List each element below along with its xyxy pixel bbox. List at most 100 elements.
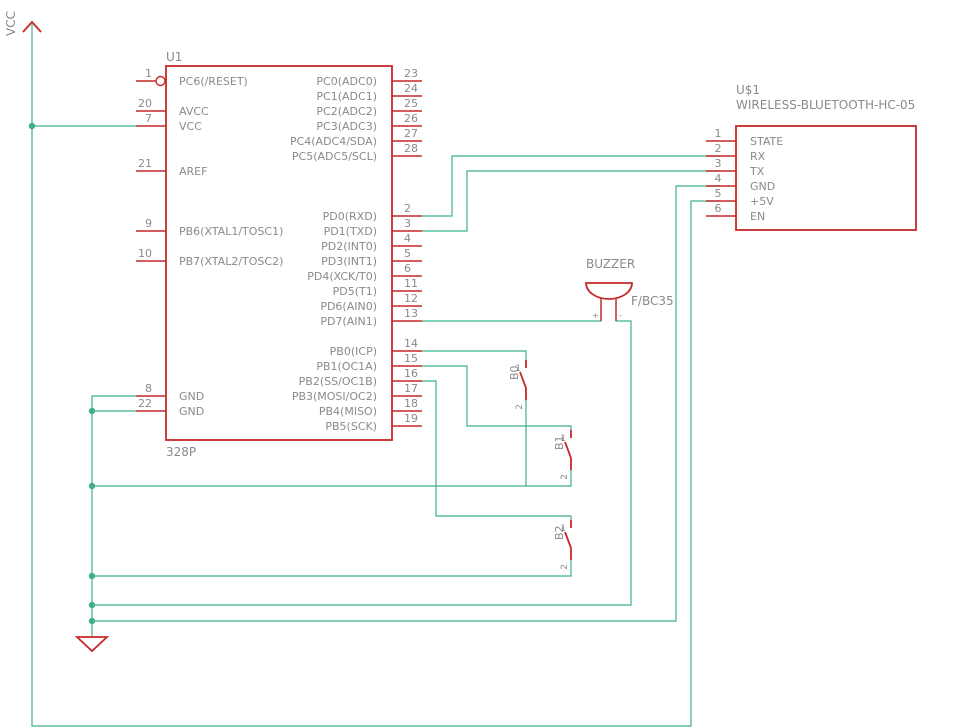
b0-wire [422, 350, 527, 360]
gnd-symbol [74, 636, 110, 653]
u1-pin-name: GND [179, 405, 204, 418]
u1-pin-name: PC6(/RESET) [179, 75, 248, 88]
hc05-pin-name: TX [749, 165, 765, 178]
buzzer-value: F/BC35 [631, 294, 674, 308]
u1-pin-number: 25 [404, 97, 418, 110]
hc05-pin-number: 3 [715, 157, 722, 170]
junction-gnd-buzzer [88, 601, 96, 609]
u1-pin-name: PD1(TXD) [324, 225, 377, 238]
button-pin2: 2 [515, 404, 525, 410]
u1-pin-name: PC3(ADC3) [316, 120, 377, 133]
b2-gnd-wire [92, 560, 572, 577]
buzzer: BUZZER F/BC35 + - [585, 257, 674, 321]
hc05-body [735, 125, 917, 231]
u1-pin-number: 17 [404, 382, 418, 395]
buzzer-plus-label: + [592, 311, 599, 320]
hc05-value: WIRELESS-BLUETOOTH-HC-05 [736, 98, 915, 112]
junction-gnd22 [88, 407, 96, 415]
hc05-name: U$1 [736, 83, 760, 97]
switch-icon [564, 531, 572, 549]
u1-pin-name: VCC [179, 120, 202, 133]
u1-pin-number: 2 [404, 202, 411, 215]
u1-pin-name: PD5(T1) [333, 285, 377, 298]
wires [28, 24, 720, 727]
hc05-pin-number: 2 [715, 142, 722, 155]
hc05-pin-name: EN [750, 210, 765, 223]
u1-pin-number: 20 [138, 97, 152, 110]
u1-pin-number: 19 [404, 412, 418, 425]
b1-gnd-wire [92, 470, 572, 487]
switch-icon [564, 441, 572, 459]
u1-pin-number: 21 [138, 157, 152, 170]
u1-pin-name: AREF [179, 165, 207, 178]
b2-wire [422, 380, 572, 520]
u1-pin-name: PD2(INT0) [321, 240, 377, 253]
junction-gnd-hc05 [88, 617, 96, 625]
hc05-pin-name: +5V [750, 195, 774, 208]
u1-pin-name: PD6(AIN0) [320, 300, 377, 313]
button-pin1: 1 [515, 364, 521, 374]
u1-pin-number: 8 [145, 382, 152, 395]
button-pin2: 2 [560, 564, 570, 570]
u1-pin-number: 9 [145, 217, 152, 230]
button-pin2: 2 [560, 474, 570, 480]
hc05-pin-number: 5 [715, 187, 722, 200]
u1-pin-number: 15 [404, 352, 418, 365]
u1-pin-number: 14 [404, 337, 418, 350]
u1-pin-name: PB6(XTAL1/TOSC1) [179, 225, 283, 238]
junction-gnd-b1 [88, 482, 96, 490]
b1-wire [422, 365, 572, 430]
buzzer-plus-wire [422, 301, 602, 322]
u1-pin-number: 6 [404, 262, 411, 275]
hc05-pin-number: 4 [715, 172, 722, 185]
hc05-gnd-wire [92, 185, 720, 622]
u1-pin-number: 22 [138, 397, 152, 410]
button-pin1: 1 [560, 434, 566, 444]
vcc-wire [31, 24, 720, 727]
u1-pin-number: 16 [404, 367, 418, 380]
hc05-pin-number: 6 [715, 202, 722, 215]
u1-pin-number: 27 [404, 127, 418, 140]
u1-right-pins: 23PC0(ADC0)24PC1(ADC1)25PC2(ADC2)26PC3(A… [290, 67, 422, 433]
u1-pin-number: 28 [404, 142, 418, 155]
u1-pin-name: PC4(ADC4/SDA) [290, 135, 377, 148]
reset-inversion-icon [155, 75, 166, 87]
u1-pin-name: PB1(OC1A) [316, 360, 377, 373]
u1-pin-number: 10 [138, 247, 152, 260]
button-pin1: 1 [560, 524, 566, 534]
ground-icon [74, 636, 110, 653]
u1-name: U1 [166, 50, 182, 64]
u1-pin-number: 7 [145, 112, 152, 125]
u1-pin-name: PD7(AIN1) [320, 315, 377, 328]
u1-pin-name: PB7(XTAL2/TOSC2) [179, 255, 283, 268]
vcc-symbol: VCC [4, 11, 42, 36]
button-name: B0 [508, 365, 521, 380]
u1-pin-number: 11 [404, 277, 418, 290]
u1-value: 328P [166, 445, 196, 459]
u1-pin-name: PB4(MISO) [319, 405, 377, 418]
u1-pin-name: PC1(ADC1) [316, 90, 377, 103]
u1-pin-name: PD4(XCK/T0) [307, 270, 377, 283]
u1-pin-number: 23 [404, 67, 418, 80]
junction-gnd-b2 [88, 572, 96, 580]
u1-pin-name: AVCC [179, 105, 209, 118]
u1-pin-number: 26 [404, 112, 418, 125]
u1-pin-name: PC2(ADC2) [316, 105, 377, 118]
vcc-arrow-icon [22, 20, 42, 33]
vcc-label: VCC [4, 11, 18, 36]
rxd-wire [422, 155, 720, 217]
u1-pin-number: 18 [404, 397, 418, 410]
hc05-module: U$1 WIRELESS-BLUETOOTH-HC-05 1STATE2RX3T… [706, 83, 917, 231]
hc05-pin-name: RX [750, 150, 766, 163]
u1-pin-number: 3 [404, 217, 411, 230]
buzzer-name: BUZZER [586, 257, 635, 271]
u1-body [165, 65, 393, 441]
u1-pin-number: 5 [404, 247, 411, 260]
u1-pin-number: 1 [145, 67, 152, 80]
